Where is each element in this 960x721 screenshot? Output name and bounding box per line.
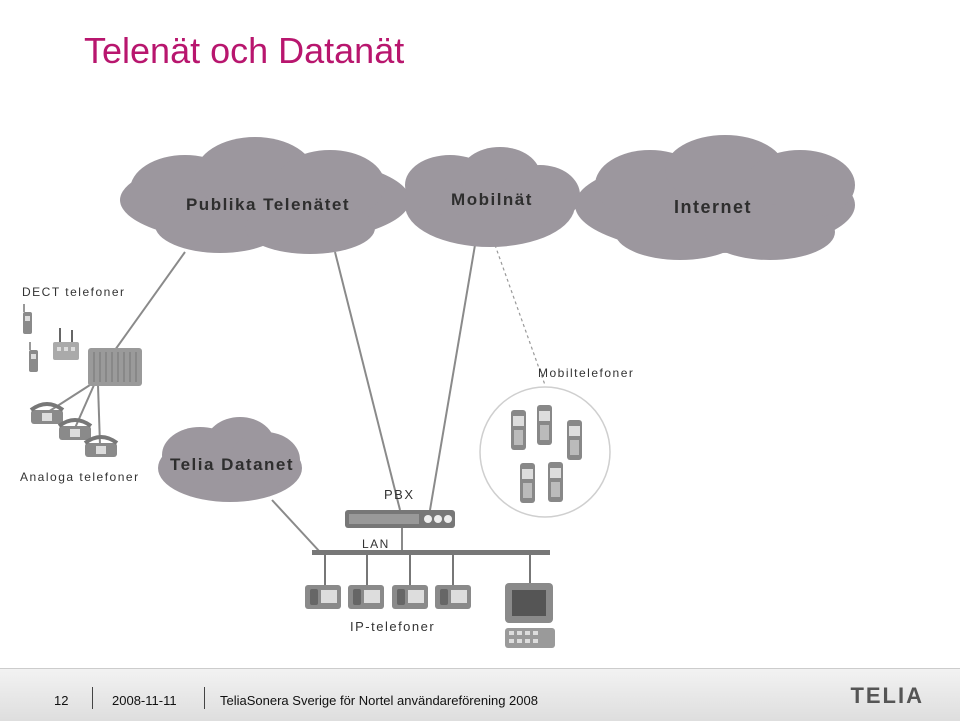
- computer-icon: [505, 583, 555, 648]
- cloud-telia-datanet: [158, 417, 302, 502]
- footer-org: TeliaSonera Sverige för Nortel användare…: [220, 693, 538, 708]
- footer-divider: [204, 687, 205, 709]
- footer-divider: [92, 687, 93, 709]
- line-mobil-phones: [494, 244, 546, 386]
- mobile-phone-icon: [548, 462, 563, 502]
- line-publika-dect: [114, 251, 186, 351]
- label-mobile: Mobiltelefoner: [538, 366, 634, 380]
- telia-logo: TELIA: [850, 683, 924, 708]
- cloud-publika-telenatet: [120, 137, 410, 254]
- dect-base-station-icon: [53, 328, 79, 360]
- analog-phone-icon: [57, 418, 93, 440]
- mobile-phone-icon: [567, 420, 582, 460]
- cloud-label-mobil: Mobilnät: [451, 190, 533, 209]
- dect-handset-icon: [29, 342, 38, 372]
- label-lan: LAN: [362, 537, 390, 551]
- line-publika-pbx: [334, 251, 401, 511]
- line-datanet-lan: [271, 499, 321, 553]
- dect-phones: [23, 304, 79, 372]
- cloud-internet: [575, 135, 855, 260]
- page-number: 12: [54, 693, 69, 708]
- mobile-phone-icon: [511, 410, 526, 450]
- pbx-cabinet-icon: [88, 348, 142, 386]
- footer-date: 2008-11-11: [112, 693, 177, 708]
- dect-handset-icon: [23, 304, 32, 334]
- mobile-phone-icon: [537, 405, 552, 445]
- ip-phone-icon: [348, 585, 384, 609]
- ip-phone-icon: [305, 585, 341, 609]
- ip-phone-icon: [392, 585, 428, 609]
- cloud-mobilnat: [405, 147, 580, 247]
- network-diagram: Publika Telenätet Mobilnät Internet Teli…: [20, 135, 855, 648]
- analog-phones: [29, 402, 119, 457]
- ip-phones: [305, 585, 471, 609]
- label-dect: DECT telefoner: [22, 285, 125, 299]
- lan-bus: [312, 550, 550, 555]
- line-mobil-pbx: [429, 244, 476, 511]
- mobile-phone-icon: [520, 463, 535, 503]
- analog-phone-icon: [29, 402, 65, 424]
- pbx-device-icon: [345, 510, 455, 528]
- cloud-label-datanet: Telia Datanet: [170, 455, 294, 474]
- label-ip: IP-telefoner: [350, 619, 435, 634]
- slide-title: Telenät och Datanät: [84, 30, 405, 71]
- cloud-label-internet: Internet: [674, 197, 752, 217]
- analog-phone-icon: [83, 435, 119, 457]
- label-pbx: PBX: [384, 487, 415, 502]
- lan-drops: [324, 555, 531, 585]
- slide-footer: 12 2008-11-11 TeliaSonera Sverige för No…: [0, 668, 960, 721]
- label-analog: Analoga telefoner: [20, 470, 140, 484]
- cloud-label-publika: Publika Telenätet: [186, 195, 350, 214]
- mobile-zone-circle: [479, 386, 611, 518]
- ip-phone-icon: [435, 585, 471, 609]
- mobile-phones: [511, 405, 582, 503]
